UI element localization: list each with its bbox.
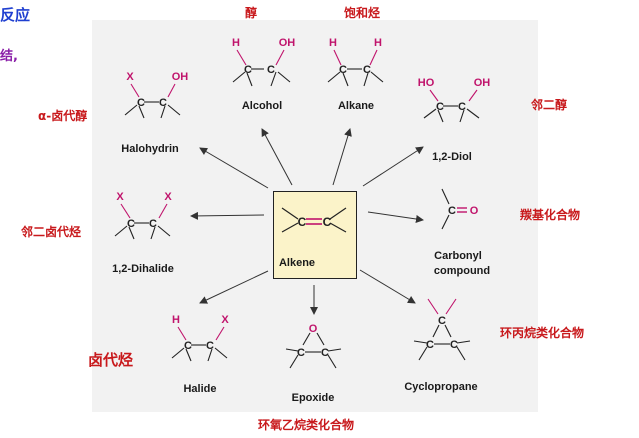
cn-label-halide: 卤代烃 xyxy=(88,351,134,369)
atom-h: H xyxy=(172,314,180,326)
slide-text-fragment: 结, xyxy=(0,49,18,64)
atom-x: X xyxy=(116,191,124,203)
atom-oh: OH xyxy=(172,71,189,83)
atom-oh: OH xyxy=(279,37,296,49)
atom-c: C xyxy=(426,339,434,351)
atom-c: C xyxy=(321,347,329,359)
arrow-carbonyl xyxy=(367,211,424,223)
arrow-halohydrin xyxy=(199,147,269,189)
atom-x: X xyxy=(164,191,172,203)
atom-c: C xyxy=(184,340,192,352)
diol-structure xyxy=(423,89,480,123)
atom-c: C xyxy=(298,215,307,229)
arrow-alkane xyxy=(332,128,352,186)
alkene-structure xyxy=(281,207,347,233)
cn-label-epoxide: 环氧乙烷类化合物 xyxy=(258,418,355,432)
label-epoxide: Epoxide xyxy=(291,392,335,404)
arrow-alcohol xyxy=(261,128,293,186)
slide-heading-fragment: 反应 xyxy=(0,6,31,24)
label-carbonyl-line1: Carbonyl xyxy=(434,250,482,262)
label-diol: 1,2-Diol xyxy=(432,151,472,163)
cyclopropane-structure xyxy=(413,298,471,361)
atom-c: C xyxy=(244,64,252,76)
label-alkane: Alkane xyxy=(337,100,375,112)
cn-label-diol: 邻二醇 xyxy=(531,98,568,112)
atom-c: C xyxy=(436,101,444,113)
arrow-dihalide xyxy=(190,211,265,220)
alkane-structure xyxy=(327,49,384,87)
atom-c: C xyxy=(206,340,214,352)
arrow-diol xyxy=(362,146,424,187)
atom-c: C xyxy=(137,97,145,109)
atom-c: C xyxy=(297,347,305,359)
dihalide-structure xyxy=(114,203,171,240)
cn-label-cyclopropane: 环丙烷类化合物 xyxy=(500,326,585,340)
halohydrin-structure xyxy=(124,83,181,119)
atom-h: H xyxy=(374,37,382,49)
cn-label-alcohol: 醇 xyxy=(245,6,258,20)
label-alcohol: Alcohol xyxy=(241,100,283,112)
atom-o: O xyxy=(470,205,479,217)
atom-h: H xyxy=(329,37,337,49)
carbonyl-structure xyxy=(441,188,467,230)
atom-oh: OH xyxy=(474,77,491,89)
arrow-cyclopropane xyxy=(359,269,416,304)
label-cyclopropane: Cyclopropane xyxy=(404,381,478,393)
halide-structure xyxy=(171,326,228,362)
alkene-box xyxy=(273,191,357,279)
reaction-arrows xyxy=(190,128,424,315)
atom-c: C xyxy=(339,64,347,76)
atom-h: H xyxy=(232,37,240,49)
cn-label-halohydrin: α-卤代醇 xyxy=(38,109,88,123)
atom-c: C xyxy=(363,64,371,76)
atom-x: X xyxy=(221,314,229,326)
alcohol-structure xyxy=(232,49,291,87)
label-halohydrin: Halohydrin xyxy=(121,143,179,155)
atom-x: X xyxy=(126,71,134,83)
arrow-halide xyxy=(199,270,269,304)
label-halide: Halide xyxy=(183,383,217,395)
label-carbonyl-line2: compound xyxy=(433,265,491,277)
atom-c: C xyxy=(159,97,167,109)
atom-c: C xyxy=(323,215,332,229)
cn-label-alkane: 饱和烃 xyxy=(344,6,381,20)
atom-o: O xyxy=(309,323,318,335)
cn-label-carbonyl: 羰基化合物 xyxy=(520,208,581,222)
atom-c: C xyxy=(149,218,157,230)
atom-c: C xyxy=(458,101,466,113)
label-alkene: Alkene xyxy=(278,257,316,269)
label-dihalide: 1,2-Dihalide xyxy=(112,263,174,275)
atom-c: C xyxy=(438,315,446,327)
atom-c: C xyxy=(127,218,135,230)
atom-ho: HO xyxy=(418,77,435,89)
atom-c: C xyxy=(450,339,458,351)
atom-c: C xyxy=(267,64,275,76)
epoxide-structure xyxy=(285,332,342,369)
cn-label-dihalide: 邻二卤代烃 xyxy=(21,225,82,239)
atom-c: C xyxy=(448,205,456,217)
